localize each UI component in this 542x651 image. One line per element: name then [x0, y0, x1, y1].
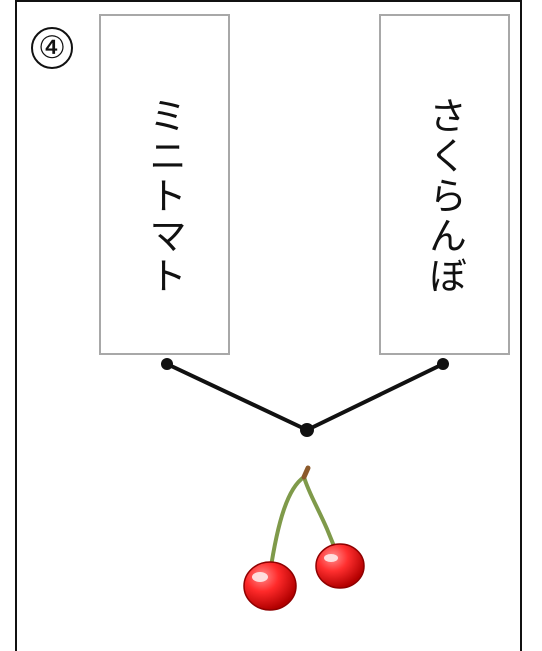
word-card-left: ミニトマト — [99, 14, 230, 355]
cherry-picture — [230, 460, 380, 620]
question-number: ④ — [38, 29, 66, 66]
cherry-icon — [243, 465, 365, 611]
word-card-left-label: ミニトマト — [142, 96, 187, 296]
word-card-right: さくらんぼ — [379, 14, 510, 355]
word-card-right-label: さくらんぼ — [422, 96, 467, 296]
question-number-badge: ④ — [31, 27, 73, 69]
